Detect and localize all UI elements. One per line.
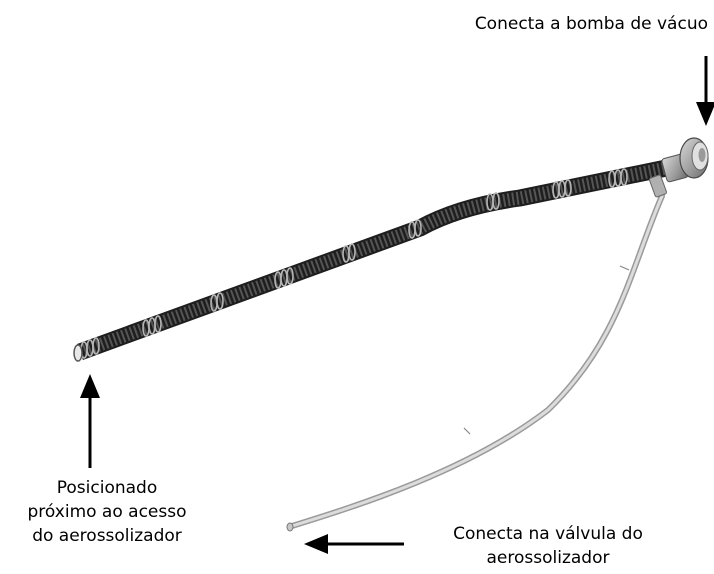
hose-ring-bands <box>80 168 628 359</box>
arrow-down-to-pump <box>696 56 714 126</box>
vacuum-pump-label: Conecta a bomba de vácuo <box>474 14 708 34</box>
tube-end <box>286 522 294 532</box>
arrow-left-to-tube-end <box>304 534 404 554</box>
corrugated-hose <box>73 157 678 362</box>
valve-connection-line-2: aerossolizador <box>486 548 610 568</box>
positioned-near-line-2: próximo ao acesso <box>27 502 187 522</box>
positioned-near-line-3: do aerossolizador <box>32 526 182 546</box>
valve-connection-line-1: Conecta na válvula do <box>453 524 643 544</box>
pump-connector <box>649 137 709 198</box>
valve-connection-label: Conecta na válvula do aerossolizador <box>410 522 686 570</box>
thin-tube <box>286 193 665 532</box>
positioned-near-line-1: Posicionado <box>56 478 158 498</box>
positioned-near-label: Posicionado próximo ao acesso do aerosso… <box>0 476 214 548</box>
arrow-up-to-hose-end <box>80 374 100 468</box>
hose-open-end <box>73 344 83 362</box>
